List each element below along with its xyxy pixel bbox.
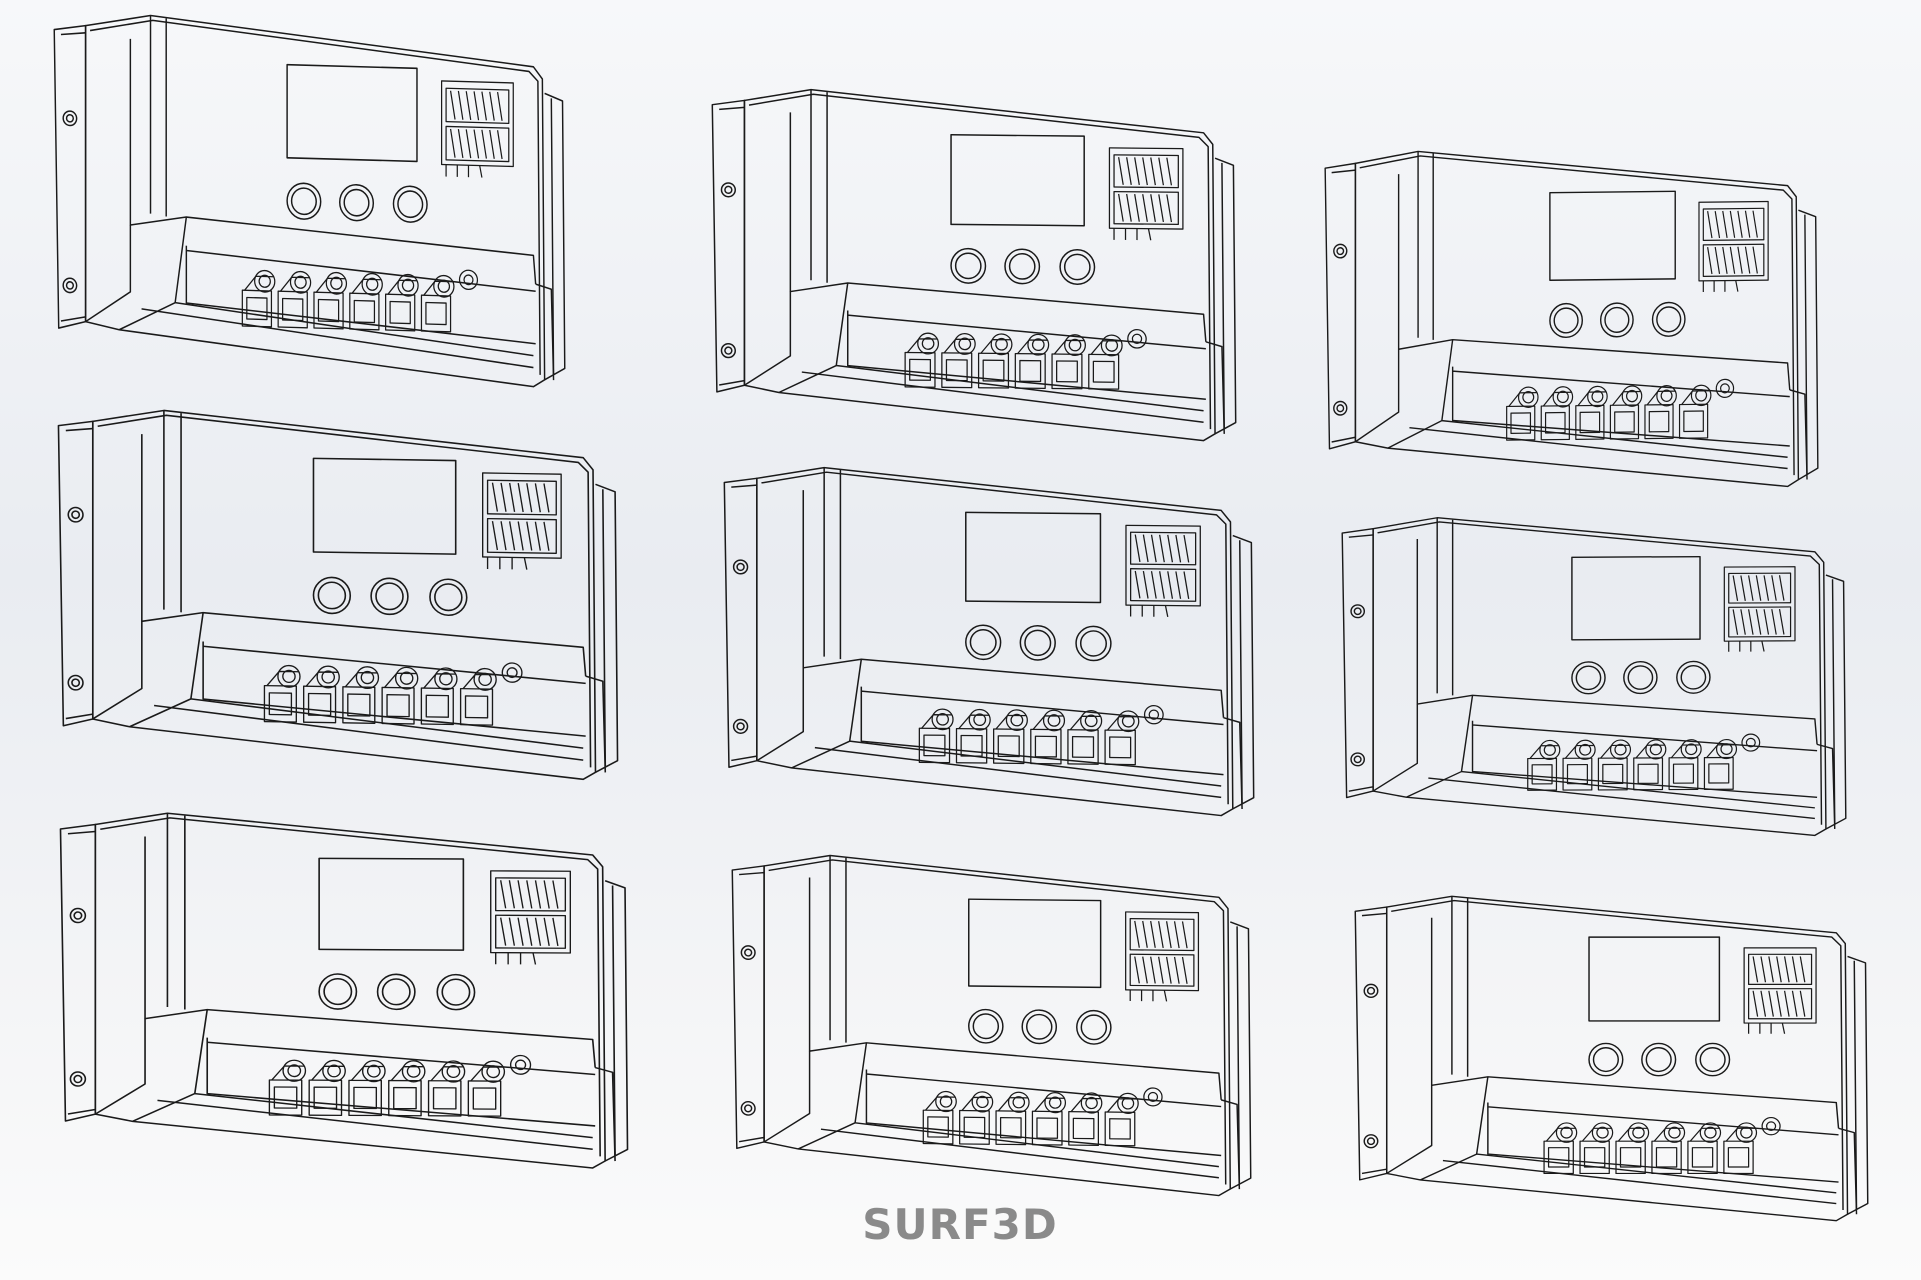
display-screen: [968, 898, 1102, 989]
charge-controller-model: [1324, 150, 1819, 488]
display-screen: [1588, 936, 1721, 1022]
charge-controller-model: [1341, 517, 1847, 837]
display-screen: [286, 63, 418, 163]
button-icon: [318, 973, 358, 1010]
button-icon: [1075, 625, 1112, 662]
display-screen: [1549, 190, 1676, 281]
button-icon: [1549, 302, 1584, 339]
mount-hole-icon: [732, 559, 749, 575]
button-icon: [1059, 249, 1096, 285]
button-icon: [436, 973, 476, 1011]
button-icon: [1004, 248, 1041, 285]
terminal-block: [241, 269, 479, 333]
usb-port-block: [490, 870, 571, 965]
button-icon: [968, 1008, 1004, 1044]
mount-hole-icon: [69, 907, 87, 924]
button-icon: [1571, 661, 1606, 695]
button-icon: [1695, 1042, 1731, 1077]
terminal-block: [904, 329, 1147, 390]
charge-controller-model: [731, 854, 1252, 1197]
charge-controller-model: [723, 466, 1255, 817]
usb-port-block: [1723, 566, 1796, 652]
display-screen: [965, 511, 1102, 604]
display-screen: [950, 134, 1085, 227]
charge-controller-model: [711, 88, 1237, 442]
mount-hole-icon: [1333, 400, 1348, 416]
mount-hole-icon: [1363, 983, 1379, 998]
button-icon: [1676, 660, 1711, 694]
mount-hole-icon: [720, 182, 736, 198]
button-icon: [950, 247, 987, 284]
mount-hole-icon: [69, 1071, 87, 1087]
mount-hole-icon: [1350, 604, 1366, 619]
usb-port-block: [1125, 524, 1201, 618]
usb-port-block: [1125, 911, 1200, 1002]
mount-hole-icon: [720, 342, 736, 359]
mount-hole-icon: [740, 1100, 756, 1116]
button-icon: [965, 624, 1002, 661]
display-screen: [312, 457, 457, 555]
charge-controller-model: [53, 14, 566, 388]
mount-hole-icon: [1350, 752, 1366, 767]
mount-hole-icon: [1333, 243, 1348, 259]
mount-hole-icon: [62, 277, 78, 294]
usb-port-block: [1108, 147, 1184, 241]
usb-port-block: [1698, 200, 1769, 293]
charge-controller-model: [59, 812, 629, 1169]
mount-hole-icon: [740, 945, 756, 960]
mount-hole-icon: [67, 674, 84, 691]
terminal-block: [1527, 733, 1761, 791]
usb-port-block: [482, 472, 562, 570]
button-icon: [429, 578, 468, 617]
button-icon: [1651, 301, 1686, 337]
button-icon: [376, 973, 416, 1011]
button-icon: [286, 182, 322, 220]
terminal-block: [268, 1054, 532, 1117]
usb-port-block: [1743, 947, 1817, 1034]
button-icon: [1076, 1009, 1112, 1045]
display-screen: [1571, 555, 1701, 641]
terminal-block: [1543, 1116, 1781, 1175]
button-icon: [1019, 625, 1056, 661]
watermark-logo: SURF3D: [862, 1200, 1058, 1249]
button-icon: [339, 184, 375, 222]
terminal-block: [922, 1087, 1163, 1147]
display-screen: [318, 857, 465, 951]
usb-port-block: [440, 80, 514, 178]
terminal-block: [1506, 378, 1735, 441]
mount-hole-icon: [1363, 1134, 1379, 1149]
button-icon: [370, 577, 409, 616]
button-icon: [1599, 302, 1634, 338]
mount-hole-icon: [62, 110, 78, 127]
charge-controller-model: [57, 409, 619, 781]
mount-hole-icon: [67, 506, 84, 523]
mount-hole-icon: [732, 718, 749, 734]
button-icon: [312, 576, 352, 615]
button-icon: [392, 185, 428, 223]
terminal-block: [918, 704, 1164, 766]
terminal-block: [263, 662, 523, 726]
charge-controller-model: [1354, 895, 1869, 1222]
button-icon: [1641, 1042, 1677, 1077]
button-icon: [1623, 660, 1658, 695]
button-icon: [1588, 1042, 1624, 1077]
button-icon: [1021, 1009, 1058, 1045]
